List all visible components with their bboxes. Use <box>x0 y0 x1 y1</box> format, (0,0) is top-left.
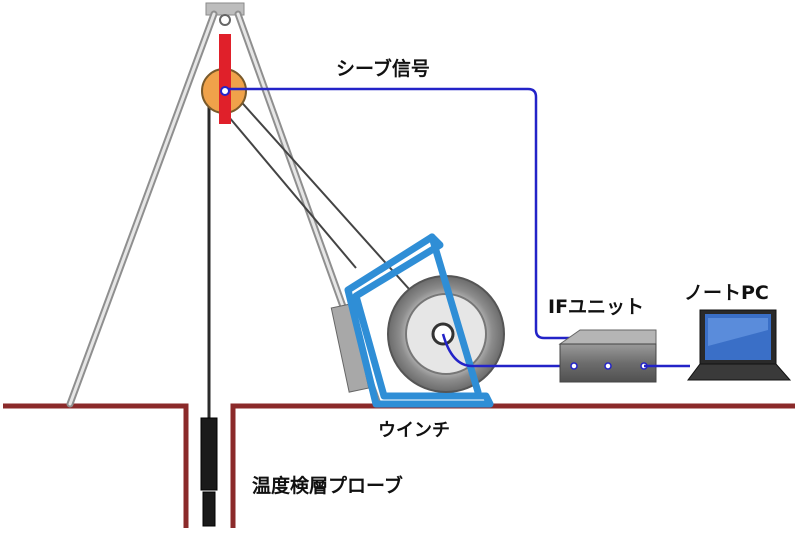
winch-signal-cable <box>441 333 574 368</box>
sheave-axle <box>220 86 230 96</box>
if-unit <box>558 329 657 383</box>
sheave-signal-label: シーブ信号 <box>336 58 430 80</box>
sheave-hook <box>219 14 231 26</box>
laptop-keyboard <box>687 363 792 381</box>
notebook-pc <box>687 309 792 381</box>
winch-cable-upper <box>217 103 357 269</box>
notebook-pc-label: ノートPC <box>684 282 769 304</box>
probe-body-upper <box>200 417 218 491</box>
winch-label: ウインチ <box>378 420 450 441</box>
if-port-1 <box>570 362 578 370</box>
ground-line <box>3 403 795 528</box>
sheave-bracket <box>219 34 231 124</box>
if-port-2 <box>604 362 612 370</box>
probe <box>200 417 218 527</box>
winch <box>330 233 505 408</box>
probe-label: 温度検層プローブ <box>252 475 403 497</box>
probe-body-lower <box>202 491 216 527</box>
sheave <box>201 14 247 124</box>
if-unit-label: IFユニット <box>548 296 645 318</box>
